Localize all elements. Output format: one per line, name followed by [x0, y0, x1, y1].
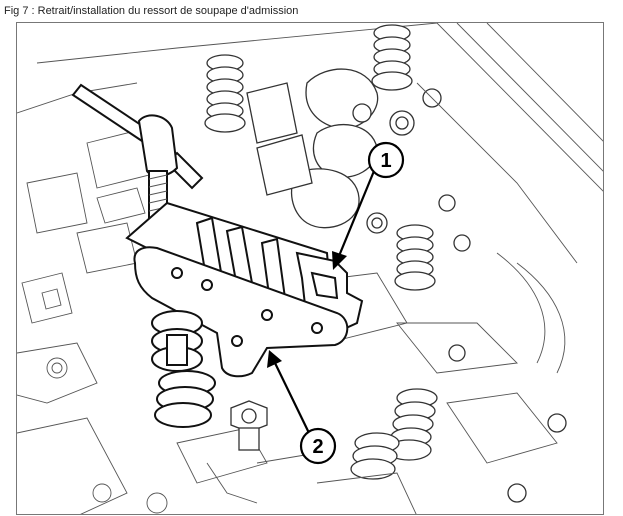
- diagram-frame: 1 2: [16, 22, 604, 515]
- engine-diagram: 1 2: [17, 23, 603, 514]
- figure-caption: Fig 7 : Retrait/installation du ressort …: [4, 5, 299, 17]
- callout-1-arrowhead: [332, 251, 347, 270]
- valve-spring-background-3: [394, 224, 436, 291]
- callout-2: 2: [267, 350, 337, 465]
- valve-spring-background-1: [204, 54, 246, 133]
- callout-2-label: 2: [312, 436, 323, 458]
- spring-compressor-tool: [71, 83, 364, 428]
- callout-1-label: 1: [380, 150, 391, 172]
- callout-2-arrowhead: [267, 350, 282, 368]
- valve-spring-background-4: [350, 388, 438, 480]
- callout-1: 1: [332, 141, 405, 270]
- cylinder-head-background: [17, 23, 603, 514]
- valve-spring-background-2: [371, 24, 413, 91]
